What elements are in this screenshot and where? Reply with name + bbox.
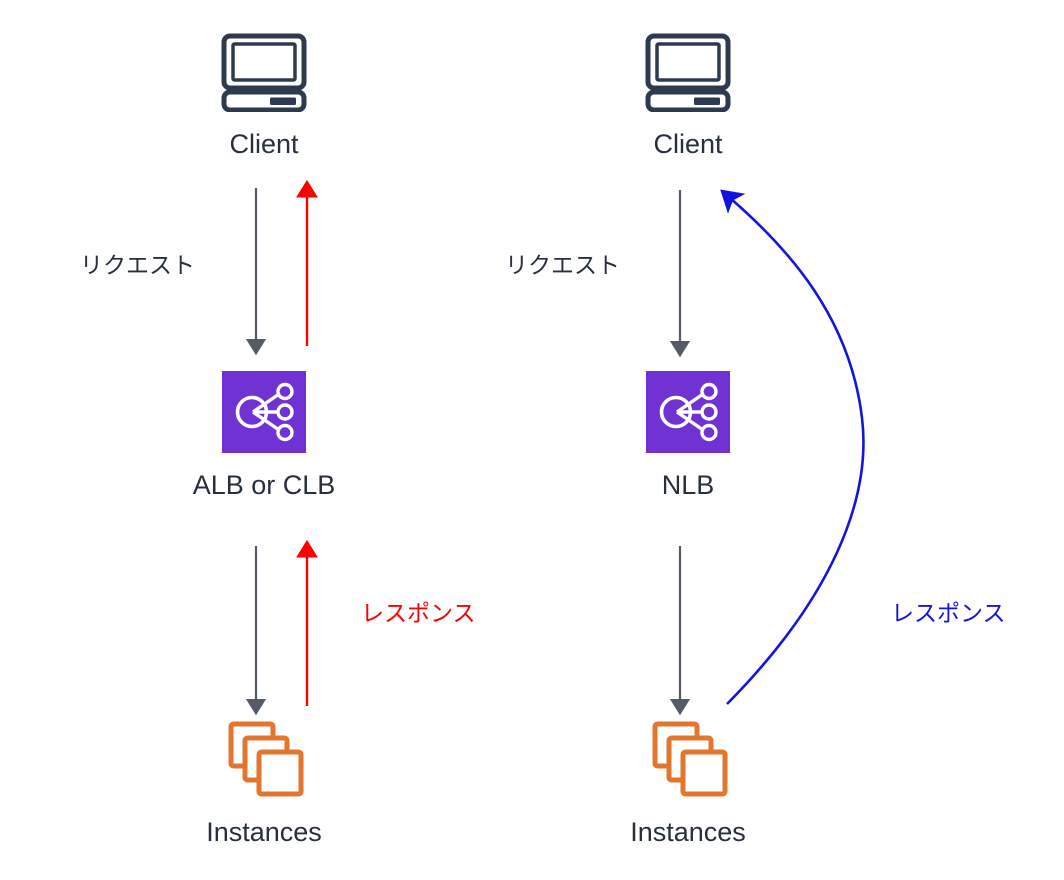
computer-icon <box>212 32 316 117</box>
node-right-instances[interactable]: Instances <box>614 718 762 848</box>
node-left-instances[interactable]: Instances <box>190 718 338 848</box>
node-label-left-client: Client <box>229 129 299 159</box>
instances-icon <box>212 718 316 805</box>
node-left-loadbalancer[interactable]: ALB or CLB <box>190 371 338 501</box>
node-label-right-client: Client <box>653 129 723 159</box>
node-right-loadbalancer[interactable]: NLB <box>614 371 762 501</box>
edge-label-left-request: リクエスト <box>80 253 195 279</box>
elastic-load-balancer-icon <box>222 371 306 458</box>
elastic-load-balancer-icon <box>646 371 730 458</box>
node-label-right-instances: Instances <box>630 817 746 847</box>
node-label-right-loadbalancer: NLB <box>661 470 715 500</box>
computer-icon <box>636 32 740 117</box>
instances-icon <box>636 718 740 805</box>
edge-label-left-response: レスポンス <box>361 601 476 627</box>
edge-label-right-request: リクエスト <box>505 253 620 279</box>
node-label-left-instances: Instances <box>206 817 322 847</box>
node-label-left-loadbalancer: ALB or CLB <box>192 470 336 500</box>
edge-label-right-response: レスポンス <box>891 601 1006 627</box>
node-right-client[interactable]: Client <box>614 32 762 160</box>
node-left-client[interactable]: Client <box>190 32 338 160</box>
